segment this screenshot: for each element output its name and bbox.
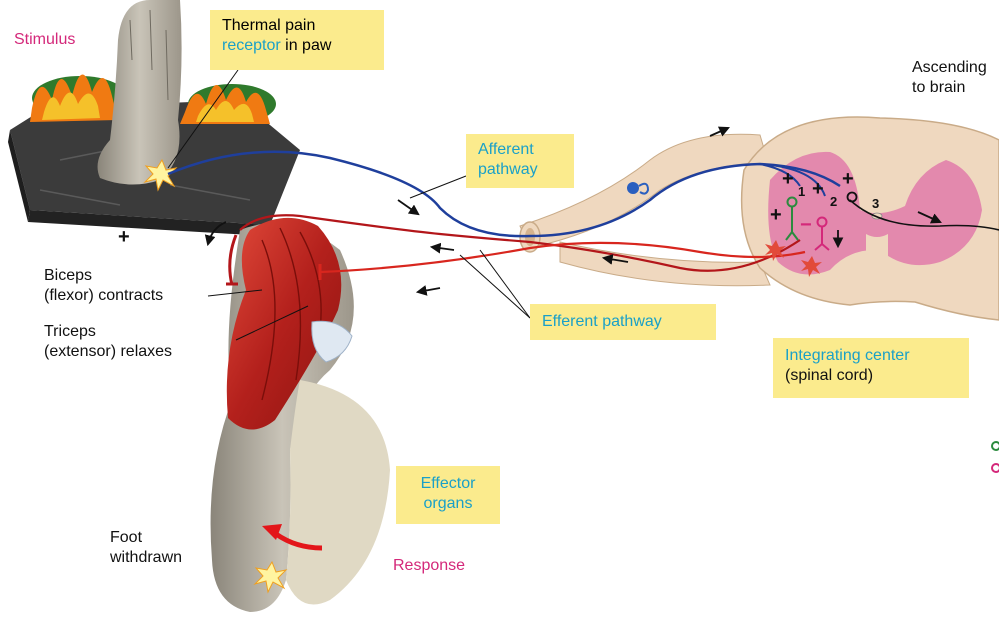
foot-label-line2: withdrawn (110, 549, 183, 566)
plus-sign-2: + (812, 178, 824, 200)
arrow-icon (262, 524, 323, 551)
minus-sign-inhibitory: − (800, 214, 812, 236)
afferent-nerve (167, 150, 841, 238)
plus-sign-paw: + (118, 226, 130, 248)
ascending-neuron-icon (846, 191, 858, 203)
receptor-label-line1: Thermal pain (222, 17, 316, 34)
leader-lines (167, 69, 531, 341)
neuron-number-2: 2 (830, 194, 838, 209)
biceps-label-line2: (flexor) contracts (44, 287, 164, 304)
triceps-label-line2: (extensor) relaxes (44, 343, 173, 360)
plus-sign-1: + (782, 168, 794, 190)
receptor-label-box: Thermal pain receptor in paw (210, 10, 384, 70)
neuron-number-1: 1 (798, 184, 806, 199)
legend-excitatory-icon (991, 441, 999, 451)
leg-with-muscles (210, 217, 390, 613)
effector-label-line2: organs (423, 495, 473, 512)
paw-leg (97, 0, 182, 185)
inhibitory-interneuron-icon (814, 216, 830, 251)
stimulus-label: Stimulus (14, 31, 76, 48)
ascending-label-line1: Ascending (912, 59, 987, 76)
ascending-label-line2: to brain (912, 79, 966, 96)
foot-label-line1: Foot (110, 529, 143, 546)
receptor-label-rest: in paw (280, 37, 332, 54)
direction-arrows (204, 126, 942, 296)
afferent-label-line1: Afferent (478, 141, 534, 158)
neuron-number-3: 3 (872, 196, 880, 211)
afferent-label-box: Afferent pathway (466, 134, 574, 188)
integrating-center-line1: Integrating center (785, 347, 910, 364)
effector-organs-box: Effector organs (396, 466, 500, 524)
receptor-label-word: receptor (222, 37, 281, 54)
plus-sign-motor: + (770, 204, 782, 226)
legend-inhibitory-icon (991, 463, 999, 473)
fire-icon (30, 74, 276, 124)
effector-label-line1: Effector (420, 475, 476, 492)
integrating-center-line2: (spinal cord) (785, 367, 874, 384)
excitatory-interneuron-icon (785, 196, 799, 241)
starburst-icon (253, 560, 288, 594)
efferent-label: Efferent pathway (542, 313, 662, 330)
efferent-label-box: Efferent pathway (530, 304, 716, 340)
afferent-label-line2: pathway (478, 161, 538, 178)
integrating-center-box: Integrating center (spinal cord) (773, 338, 969, 398)
efferent-nerve (239, 214, 806, 280)
triceps-label-line1: Triceps (44, 323, 96, 340)
motor-neuron-starburst-icon (765, 240, 822, 277)
plus-sign-3: + (842, 168, 854, 190)
afferent-neuron-icon (627, 182, 650, 195)
starburst-icon (143, 158, 178, 192)
response-label: Response (393, 557, 466, 574)
ascending-tract (849, 199, 999, 231)
biceps-label-line1: Biceps (44, 267, 93, 284)
